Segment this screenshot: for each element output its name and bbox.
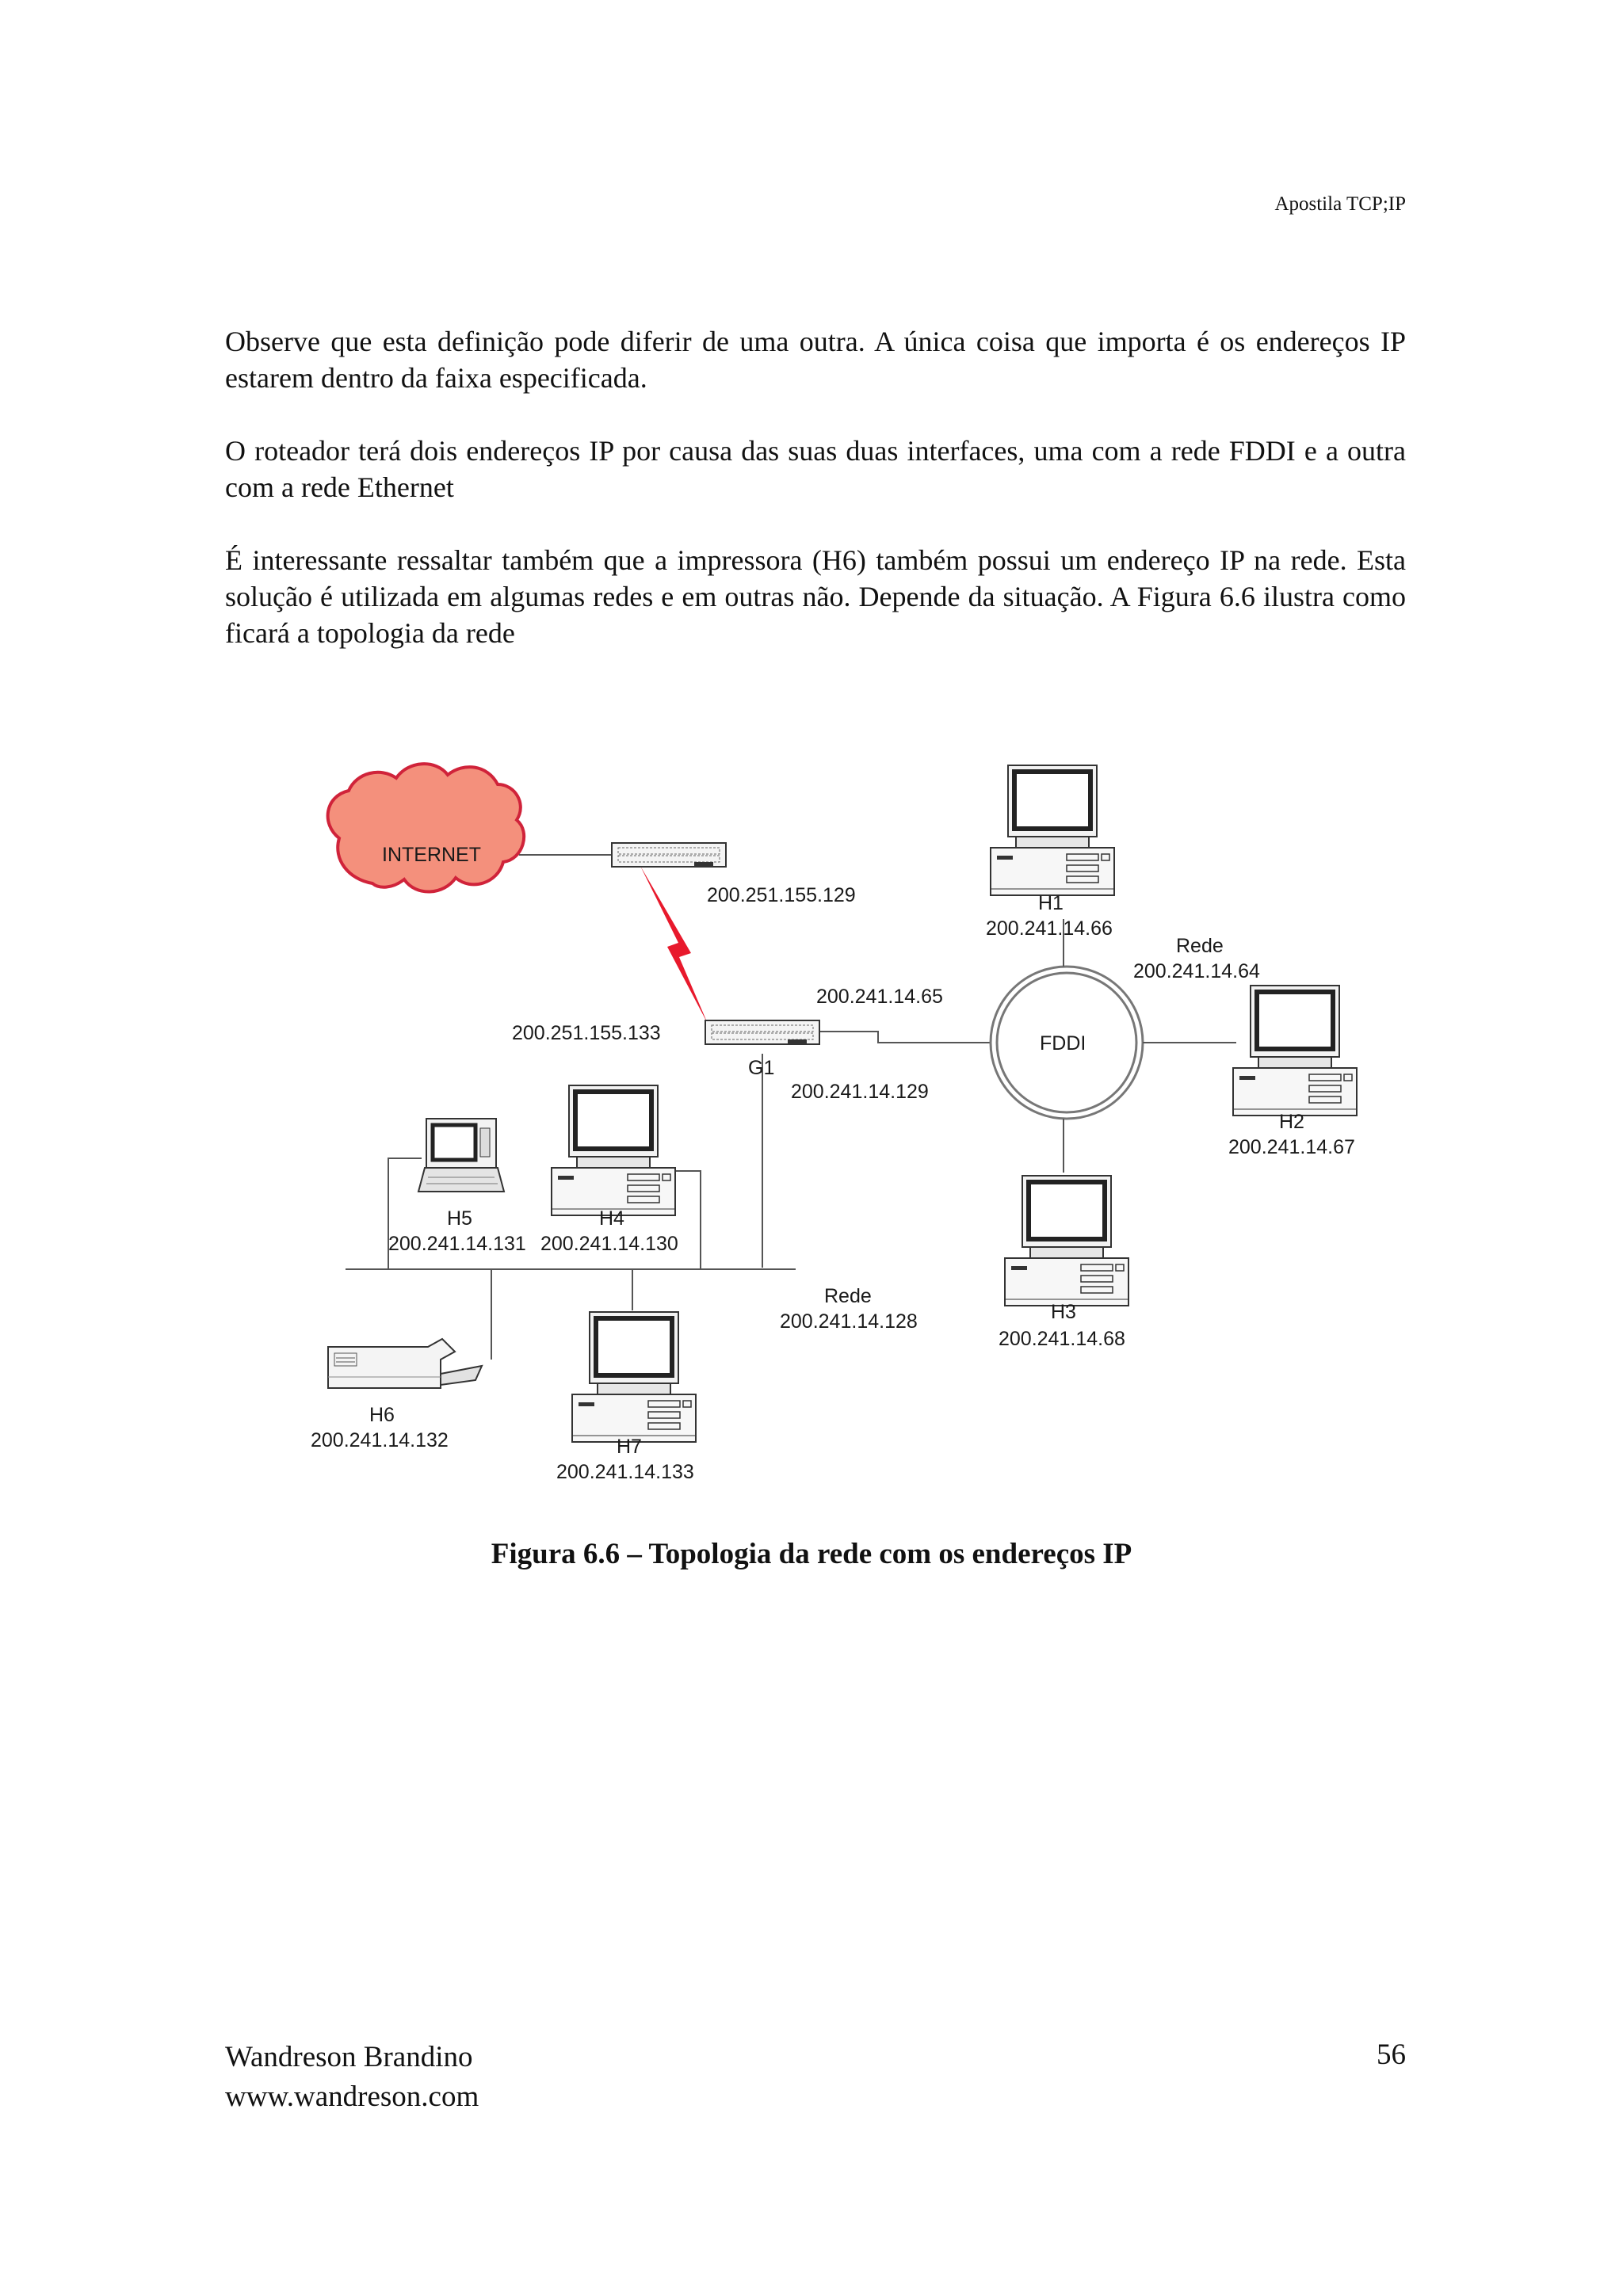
paragraph-1: Observe que esta definição pode diferir …	[225, 326, 1406, 394]
router-fddi-link	[819, 1031, 991, 1043]
internet-cloud-icon	[326, 762, 525, 894]
h5-name: H5	[447, 1207, 472, 1230]
running-header: Apostila TCP;IP	[1274, 193, 1406, 215]
h4-name: H4	[599, 1207, 624, 1230]
h3-name: H3	[1051, 1301, 1076, 1323]
h3-computer-icon	[1005, 1176, 1128, 1306]
h6-ip: 200.241.14.132	[311, 1429, 449, 1451]
eth-net-ip: 200.241.14.128	[780, 1310, 918, 1333]
h6-printer-icon	[327, 1337, 483, 1389]
wan-link-lightning-icon	[640, 866, 708, 1024]
router-g1-icon	[705, 1020, 820, 1045]
h2-computer-icon	[1233, 986, 1357, 1116]
top-router-ip: 200.251.155.129	[707, 884, 856, 906]
top-router-icon	[611, 842, 727, 868]
eth-net-label: Rede	[824, 1285, 872, 1307]
footer-website: www.wandreson.com	[225, 2081, 479, 2113]
h3-ip: 200.241.14.68	[999, 1328, 1125, 1350]
h5-ip: 200.241.14.131	[388, 1233, 526, 1255]
h7-ip: 200.241.14.133	[556, 1461, 694, 1483]
router-g1-eth-ip: 200.241.14.129	[791, 1081, 929, 1103]
h6-name: H6	[369, 1404, 395, 1426]
h5-laptop-icon	[417, 1118, 506, 1192]
footer-author-block: Wandreson Brandino www.wandreson.com	[225, 2038, 479, 2117]
fddi-label: FDDI	[1040, 1032, 1086, 1055]
page-number: 56	[1377, 2039, 1406, 2071]
internet-label: INTERNET	[382, 844, 481, 866]
fddi-net-ip: 200.241.14.64	[1133, 960, 1260, 982]
figure-caption: Figura 6.6 – Topologia da rede com os en…	[491, 1538, 1132, 1570]
footer-author: Wandreson Brandino	[225, 2041, 473, 2073]
h7-name: H7	[617, 1436, 642, 1458]
router-g1-wan-ip: 200.251.155.133	[512, 1022, 661, 1044]
h2-name: H2	[1279, 1111, 1304, 1133]
router-g1-label: G1	[748, 1057, 774, 1079]
h4-ip: 200.241.14.130	[540, 1233, 678, 1255]
fddi-net-label: Rede	[1176, 935, 1224, 957]
h7-computer-icon	[572, 1312, 696, 1442]
h1-computer-icon	[991, 765, 1114, 895]
h1-ip: 200.241.14.66	[986, 917, 1113, 940]
h1-name: H1	[1038, 892, 1064, 914]
h4-computer-icon	[552, 1085, 675, 1215]
router-g1-fddi-ip: 200.241.14.65	[816, 986, 943, 1008]
paragraph-3: É interessante ressaltar também que a im…	[225, 544, 1406, 649]
h5-link	[388, 1158, 422, 1269]
paragraph-2: O roteador terá dois endereços IP por ca…	[225, 435, 1406, 503]
h2-ip: 200.241.14.67	[1228, 1136, 1355, 1158]
